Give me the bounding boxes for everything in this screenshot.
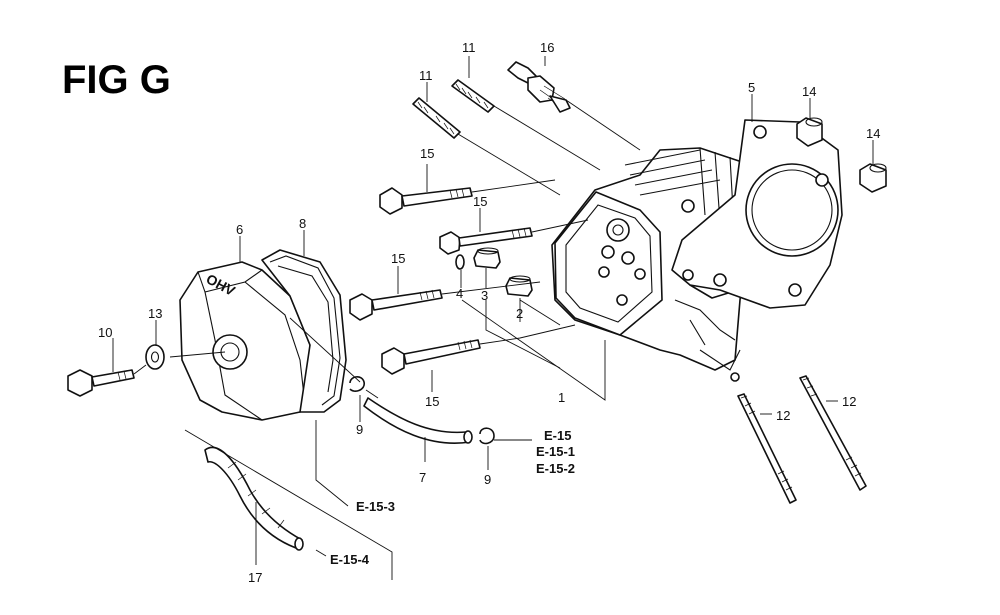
callout-17: 17	[248, 570, 262, 585]
reference-labels: E-15 E-15-1 E-15-2 E-15-3 E-15-4	[330, 428, 575, 567]
flange-bolt[interactable]	[349, 289, 443, 321]
leader-lines	[112, 56, 874, 580]
callout-11: 11	[462, 40, 476, 55]
cylinder-head[interactable]	[551, 147, 761, 382]
head-gasket[interactable]	[671, 119, 843, 309]
callout-15: 15	[420, 146, 434, 161]
stud-bolt[interactable]	[412, 97, 461, 139]
stud-bolt[interactable]	[737, 393, 797, 504]
guide-pin[interactable]	[505, 275, 533, 297]
cover-bolt[interactable]	[67, 369, 135, 397]
dowel-pin[interactable]	[796, 117, 823, 147]
part-callouts: 11 16 11 5 14 14 15 15 6 8 15 4 3 2 13 1…	[98, 40, 880, 585]
callout-4: 4	[456, 286, 463, 301]
callout-14: 14	[802, 84, 816, 99]
reference-e-15-1: E-15-1	[536, 444, 575, 459]
callout-15: 15	[425, 394, 439, 409]
callout-15: 15	[473, 194, 487, 209]
figure-title: FIG G	[62, 58, 171, 102]
callout-12: 12	[842, 394, 856, 409]
callout-10: 10	[98, 325, 112, 340]
head-cover[interactable]: OHV	[179, 261, 313, 421]
flange-bolt[interactable]	[439, 227, 533, 255]
sealing-washer[interactable]	[145, 344, 165, 370]
callout-14: 14	[866, 126, 880, 141]
callout-11: 11	[419, 68, 433, 83]
cover-gasket[interactable]	[261, 249, 347, 413]
callout-2: 2	[516, 306, 523, 321]
flange-bolt[interactable]	[381, 339, 481, 375]
breather-hose[interactable]	[204, 446, 304, 551]
breather-tube[interactable]	[363, 397, 473, 444]
callout-6: 6	[236, 222, 243, 237]
callout-9: 9	[356, 422, 363, 437]
callout-12: 12	[776, 408, 790, 423]
callout-13: 13	[148, 306, 162, 321]
reference-e-15-2: E-15-2	[536, 461, 575, 476]
callout-1: 1	[558, 390, 565, 405]
guide-pin[interactable]	[473, 247, 501, 269]
callout-5: 5	[748, 80, 755, 95]
stud-bolt[interactable]	[451, 79, 495, 113]
o-ring[interactable]	[455, 254, 465, 270]
reference-e-15-3: E-15-3	[356, 499, 395, 514]
reference-e-15: E-15	[544, 428, 571, 443]
tube-clip[interactable]	[349, 376, 365, 392]
callout-3: 3	[481, 288, 488, 303]
callout-9: 9	[484, 472, 491, 487]
flange-bolt[interactable]	[379, 187, 473, 215]
dowel-pin[interactable]	[859, 163, 887, 193]
callout-15: 15	[391, 251, 405, 266]
reference-e-15-4: E-15-4	[330, 552, 370, 567]
callout-16: 16	[540, 40, 554, 55]
callout-8: 8	[299, 216, 306, 231]
callout-7: 7	[419, 470, 426, 485]
spark-plug[interactable]	[507, 61, 571, 113]
stud-bolt[interactable]	[799, 375, 867, 491]
tube-clip[interactable]	[479, 427, 495, 445]
